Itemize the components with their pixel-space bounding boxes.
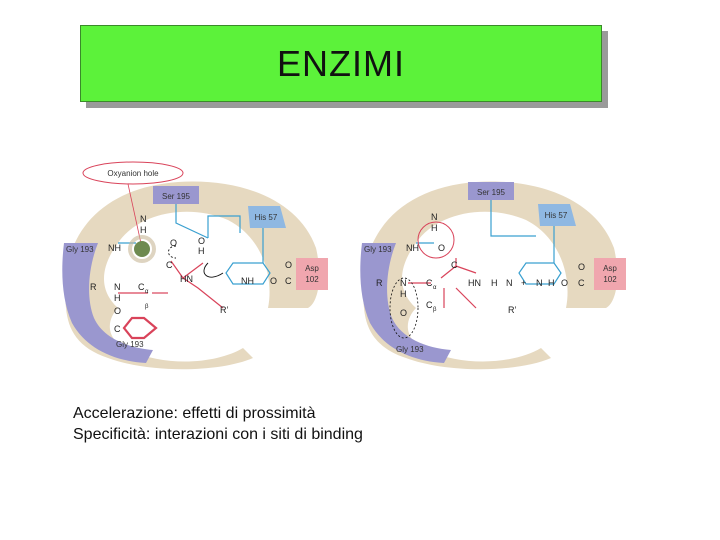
right-gly-band	[360, 243, 451, 363]
oxyanion-ellipse	[82, 161, 184, 185]
right-atom-cb: β	[433, 307, 437, 313]
caption: Accelerazione: effetti di prossimità Spe…	[73, 403, 363, 445]
right-atom-h1: H	[431, 223, 438, 233]
left-gly-bottom-label: Gly 193	[116, 340, 144, 349]
right-atom-o1: O	[438, 243, 445, 253]
left-atom-rprime: R’	[220, 305, 229, 315]
left-his-box	[248, 206, 286, 228]
right-atom-c1: C	[451, 260, 458, 270]
right-atom-c4: C	[426, 300, 433, 310]
left-ser-box	[153, 186, 199, 204]
right-atom-n4: N	[400, 278, 407, 288]
right-his-label: His 57	[545, 211, 568, 220]
right-atom-o2: O	[561, 278, 568, 288]
left-atom-c1: C	[166, 260, 173, 270]
oxyanion-label: Oxyanion hole	[107, 169, 159, 178]
right-atom-o3: O	[578, 262, 585, 272]
right-asp-box	[594, 258, 626, 290]
right-red-bonds	[408, 258, 477, 309]
title-box: ENZIMI	[80, 25, 602, 102]
left-atom-nh: NH	[108, 243, 121, 253]
right-atom-hn: HN	[468, 278, 481, 288]
left-atom-o4: O	[285, 260, 292, 270]
right-atom-n3: N	[536, 278, 543, 288]
right-asp-label-2: 102	[603, 275, 617, 284]
left-atom-o2: O	[170, 238, 177, 248]
right-atom-c2: C	[578, 278, 585, 288]
serine-protease-diagram: Oxyanion hole Ser 195 His 57 Gly 193 Gly…	[62, 161, 626, 370]
right-atom-ca: α	[433, 285, 437, 291]
right-substrate-ellipse	[389, 277, 419, 339]
left-atom-o5: O	[270, 276, 277, 286]
right-atom-nh: NH	[406, 243, 419, 253]
left-atom-h3: H	[114, 293, 121, 303]
left-atom-nh2: NH	[241, 276, 254, 286]
right-gly-top-label: Gly 193	[364, 245, 392, 254]
right-atom-n2: N	[506, 278, 513, 288]
caption-line-2: Specificità: interazioni con i siti di b…	[73, 426, 363, 443]
oxyanion-blob	[134, 241, 150, 257]
right-atom-c3: C	[426, 278, 433, 288]
right-gly-bottom-label: Gly 193	[396, 345, 424, 354]
right-atom-plus: +	[521, 278, 526, 288]
right-atom-r: R	[376, 278, 383, 288]
left-atom-o3: O	[114, 306, 121, 316]
left-atom-hn: HN	[180, 274, 193, 284]
left-atom-n1: N	[140, 214, 147, 224]
right-asp-label-1: Asp	[603, 264, 617, 273]
left-atom-h2: H	[198, 246, 205, 256]
right-ser-label: Ser 195	[477, 188, 506, 197]
left-atom-ca: α	[145, 289, 149, 295]
left-atom-c3: C	[285, 276, 292, 286]
right-atom-o4: O	[400, 308, 407, 318]
right-atom-h4: H	[400, 289, 407, 299]
left-arrow-2	[203, 262, 224, 278]
left-atom-cb: β	[145, 304, 149, 310]
right-atom-n1: N	[431, 212, 438, 222]
right-blue-bonds	[416, 200, 562, 285]
left-ser-label: Ser 195	[162, 192, 191, 201]
left-atom-c2: C	[138, 282, 145, 292]
left-red-bonds	[118, 260, 224, 340]
left-protein-band	[64, 181, 320, 370]
right-panel: Ser 195 His 57 Gly 193 Gly 193 Asp 102 N…	[360, 181, 626, 370]
left-gly-band	[62, 243, 153, 363]
left-atom-n2: N	[114, 282, 121, 292]
left-atom-h1: H	[140, 225, 147, 235]
left-panel: Oxyanion hole Ser 195 His 57 Gly 193 Gly…	[62, 161, 328, 370]
left-atom-r: R	[90, 282, 97, 292]
right-ser-box	[468, 182, 514, 200]
left-atom-o1: O	[198, 236, 205, 246]
left-atom-cprime: C	[114, 324, 121, 334]
left-asp-label-2: 102	[305, 275, 319, 284]
caption-line-1: Accelerazione: effetti di prossimità	[73, 405, 316, 422]
right-his-box	[538, 204, 576, 226]
right-atom-rprime: R’	[508, 305, 517, 315]
right-oxyanion-circle	[417, 221, 455, 259]
left-asp-box	[296, 258, 328, 290]
left-asp-label-1: Asp	[305, 264, 319, 273]
page-title: ENZIMI	[277, 42, 405, 84]
left-his-label: His 57	[255, 213, 278, 222]
right-atom-h2: H	[491, 278, 498, 288]
oxyanion-glow	[128, 235, 156, 263]
left-gly-top-label: Gly 193	[66, 245, 94, 254]
right-atom-h3: H	[548, 278, 555, 288]
